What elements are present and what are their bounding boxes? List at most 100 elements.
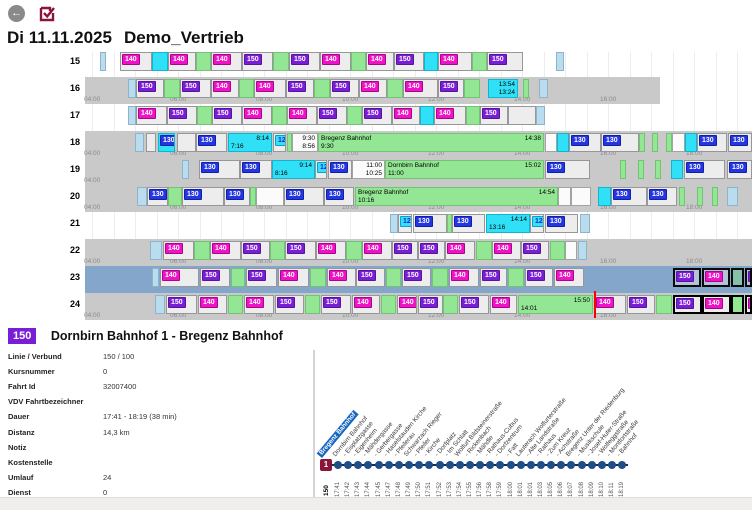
- trip-block[interactable]: 120: [530, 214, 544, 233]
- stop-dot[interactable]: [476, 461, 485, 469]
- stop-dot[interactable]: [405, 461, 414, 469]
- pause-block[interactable]: [679, 187, 685, 206]
- pause-block[interactable]: [386, 268, 401, 287]
- pullout-block[interactable]: [137, 187, 147, 206]
- trip-block[interactable]: 130: [324, 187, 354, 206]
- trip-block[interactable]: 130: [684, 160, 725, 179]
- trip-block[interactable]: 150: [212, 106, 242, 125]
- pause-block[interactable]: [196, 52, 211, 71]
- pause-block[interactable]: [239, 79, 254, 98]
- pause-block[interactable]: [273, 52, 289, 71]
- trip-block[interactable]: 140: [320, 52, 351, 71]
- stop-dot[interactable]: [384, 461, 393, 469]
- pause-block[interactable]: [287, 133, 292, 152]
- trip-block[interactable]: 130: [413, 214, 447, 233]
- trip-block[interactable]: 140: [211, 79, 239, 98]
- stop-dot[interactable]: [557, 461, 566, 469]
- pause-block[interactable]: [476, 241, 492, 260]
- trip-block[interactable]: 150: [487, 52, 523, 71]
- pullout-block[interactable]: [578, 241, 587, 260]
- trip-block[interactable]: 120: [315, 160, 327, 179]
- trip-block[interactable]: 150: [241, 241, 270, 260]
- trip-block[interactable]: 150: [136, 79, 164, 98]
- pullout-block[interactable]: [128, 79, 136, 98]
- trip-block[interactable]: 150: [459, 295, 489, 314]
- pause-block[interactable]: [639, 133, 645, 152]
- trip-block[interactable]: 140: [316, 241, 346, 260]
- trip-block[interactable]: 140: [136, 106, 167, 125]
- trip-block[interactable]: 150: [392, 241, 418, 260]
- pullout-block[interactable]: [182, 160, 189, 179]
- trip-block[interactable]: 150: [673, 295, 702, 314]
- trip-block[interactable]: 130: [611, 187, 647, 206]
- pause-block[interactable]: [731, 268, 744, 287]
- trip-block[interactable]: 140: [745, 295, 752, 314]
- trip-block[interactable]: 140: [366, 52, 394, 71]
- trip-block[interactable]: 150: [356, 268, 385, 287]
- trip-block[interactable]: [571, 187, 591, 206]
- trip-block[interactable]: 140: [210, 241, 241, 260]
- umlauf-row-number[interactable]: 22: [69, 245, 80, 255]
- trip-block[interactable]: [545, 133, 557, 152]
- pullout-block[interactable]: [727, 187, 738, 206]
- trip-block[interactable]: 140: [449, 268, 479, 287]
- trip-block[interactable]: 140: [490, 295, 517, 314]
- trip-block[interactable]: 130: [728, 133, 752, 152]
- pullout-block[interactable]: [536, 106, 545, 125]
- trip-block[interactable]: 140: [359, 79, 387, 98]
- trip-block[interactable]: 140: [120, 52, 152, 71]
- trip-block[interactable]: 150: [418, 295, 443, 314]
- pause-block[interactable]: [666, 133, 672, 152]
- pause-block[interactable]: [432, 268, 448, 287]
- pause-block[interactable]: [387, 79, 403, 98]
- pause-block[interactable]: [310, 268, 326, 287]
- pause-block[interactable]: [712, 187, 718, 206]
- umlauf-row-number[interactable]: 18: [69, 137, 80, 147]
- trip-block[interactable]: 130: [147, 187, 168, 206]
- trip-block[interactable]: 140: [198, 295, 227, 314]
- stop-dot[interactable]: [415, 461, 424, 469]
- back-button[interactable]: ←: [8, 5, 25, 22]
- pause-block[interactable]: [346, 241, 362, 260]
- stop-dot[interactable]: [587, 461, 596, 469]
- pause-block[interactable]: [550, 241, 565, 260]
- line-start-marker[interactable]: 1: [320, 459, 332, 471]
- pause-block[interactable]: [652, 133, 658, 152]
- pullout-block[interactable]: [539, 79, 548, 98]
- stop-dot[interactable]: [344, 461, 353, 469]
- stop-dot[interactable]: [506, 461, 515, 469]
- trip-block[interactable]: 120: [273, 133, 286, 152]
- pause-block[interactable]: [194, 241, 210, 260]
- trip-block[interactable]: 140: [397, 295, 417, 314]
- trip-block[interactable]: 140: [287, 106, 317, 125]
- trip-block[interactable]: 150: [627, 295, 655, 314]
- trip-block[interactable]: 130: [240, 160, 272, 179]
- stop-dot[interactable]: [435, 461, 444, 469]
- trip-block[interactable]: 150: [286, 79, 314, 98]
- pause-block[interactable]: [305, 295, 320, 314]
- trip-block[interactable]: 150: [480, 268, 507, 287]
- trip-block[interactable]: 150: [438, 79, 464, 98]
- trip-block[interactable]: 150: [330, 79, 359, 98]
- trip-block[interactable]: [565, 241, 577, 260]
- detail-vertical-scrollbar[interactable]: [313, 350, 315, 510]
- trip-block[interactable]: 150: [525, 268, 553, 287]
- umlauf-row-number[interactable]: 15: [69, 56, 80, 66]
- pullout-block[interactable]: [556, 52, 564, 71]
- pullout-block[interactable]: [152, 268, 159, 287]
- highlighted-trip-block[interactable]: [420, 106, 434, 125]
- trip-block[interactable]: 140: [434, 106, 466, 125]
- stop-dot[interactable]: [455, 461, 464, 469]
- stop-dot[interactable]: [567, 461, 576, 469]
- trip-block[interactable]: 140: [445, 241, 475, 260]
- pause-block[interactable]: [351, 52, 366, 71]
- trip-block[interactable]: 150: [285, 241, 316, 260]
- pause-block[interactable]: [447, 214, 452, 233]
- stop-dot[interactable]: [425, 461, 434, 469]
- trip-block[interactable]: [256, 187, 284, 206]
- trip-block[interactable]: 140: [327, 268, 356, 287]
